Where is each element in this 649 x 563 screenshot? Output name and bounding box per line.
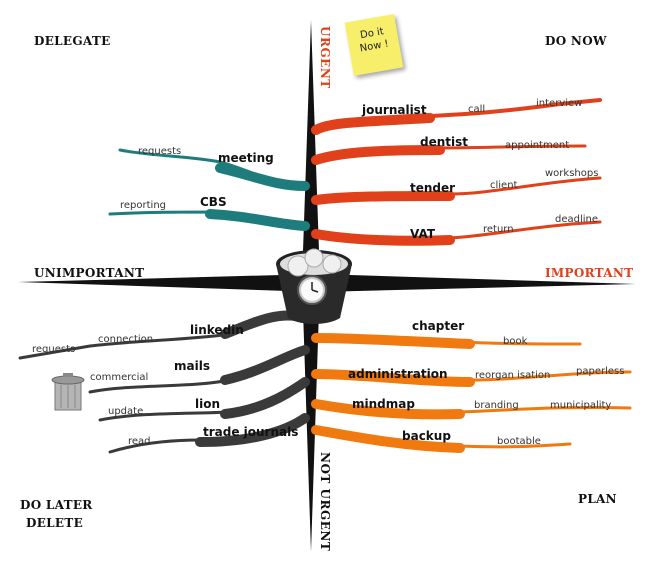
keyword-mails: mails bbox=[174, 359, 210, 373]
sub-return: return bbox=[483, 224, 514, 235]
quadrant-label-delegate: DELEGATE bbox=[34, 34, 111, 48]
axis-label-not-urgent: NOT URGENT bbox=[318, 452, 332, 552]
axis-label-important: IMPORTANT bbox=[545, 266, 634, 280]
quadrant-label-do-now: DO NOW bbox=[545, 34, 607, 48]
sub-requests: requests bbox=[138, 146, 181, 157]
keyword-chapter: chapter bbox=[412, 319, 464, 333]
axis-label-unimportant: UNIMPORTANT bbox=[34, 266, 145, 280]
sub-branding: branding bbox=[474, 400, 519, 411]
sub-commercial: commercial bbox=[90, 372, 148, 383]
sub-reporting: reporting bbox=[120, 200, 166, 211]
keyword-cbs: CBS bbox=[200, 195, 227, 209]
quadrant-label-do-later: DO LATER bbox=[20, 498, 93, 512]
keyword-vat: VAT bbox=[410, 227, 436, 241]
sticky-note: Do it Now ! bbox=[344, 14, 404, 76]
sub-connection: connection bbox=[98, 334, 153, 345]
sub-requests-linkedin: requests bbox=[32, 344, 75, 355]
keyword-meeting: meeting bbox=[218, 151, 274, 165]
keyword-mindmap: mindmap bbox=[352, 397, 415, 411]
keyword-backup: backup bbox=[402, 429, 451, 443]
sub-read: read bbox=[128, 436, 151, 447]
sub-reorganisation: reorgan isation bbox=[475, 370, 550, 381]
sub-update: update bbox=[108, 406, 143, 417]
keyword-dentist: dentist bbox=[420, 135, 468, 149]
sub-paperless: paperless bbox=[576, 366, 624, 377]
quadrant-label-plan: PLAN bbox=[578, 492, 617, 506]
axis-label-urgent: URGENT bbox=[318, 26, 332, 89]
keyword-trade-journals: trade journals bbox=[203, 425, 298, 439]
sub-bootable: bootable bbox=[497, 436, 541, 447]
sub-client: client bbox=[490, 180, 518, 191]
keyword-tender: tender bbox=[410, 181, 455, 195]
sub-call: call bbox=[468, 104, 485, 115]
sub-book: book bbox=[503, 336, 528, 347]
trash-can-icon bbox=[51, 373, 85, 411]
keyword-administration: administration bbox=[348, 367, 448, 381]
sub-municipality: municipality bbox=[550, 400, 611, 411]
quadrant-label-delete: DELETE bbox=[26, 516, 84, 530]
keyword-linkedin: linkedin bbox=[190, 323, 244, 337]
keyword-journalist: journalist bbox=[361, 103, 427, 117]
sub-interview: interview bbox=[536, 98, 582, 109]
sub-workshops: workshops bbox=[545, 168, 598, 179]
sub-appointment: appointment bbox=[505, 140, 569, 151]
waste-basket-icon bbox=[276, 248, 352, 324]
keyword-lion: lion bbox=[195, 397, 220, 411]
sub-deadline: deadline bbox=[555, 214, 598, 225]
